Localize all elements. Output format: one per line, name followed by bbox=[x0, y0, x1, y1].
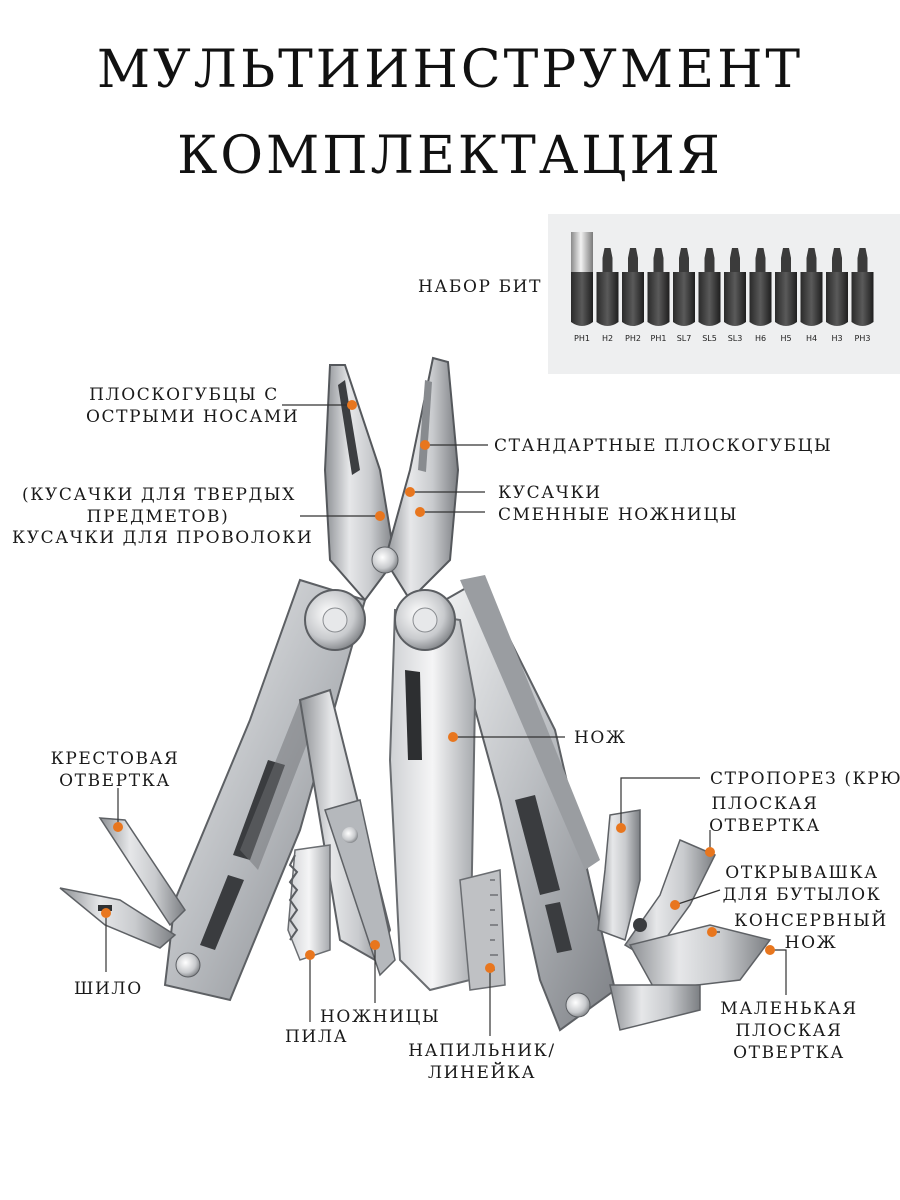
bit-label: SL5 bbox=[702, 334, 717, 343]
page-title-line1: МУЛЬТИИНСТРУМЕНТ bbox=[96, 40, 804, 100]
bit-h6 bbox=[749, 248, 772, 326]
label-hard-cutters: (КУСАЧКИ ДЛЯ ТВЕРДЫХ ПРЕДМЕТОВ) bbox=[22, 484, 294, 528]
label-hard-cutters-line1: (КУСАЧКИ ДЛЯ ТВЕРДЫХ bbox=[22, 485, 296, 505]
label-phillips: КРЕСТОВАЯ ОТВЕРТКА bbox=[50, 748, 180, 792]
knife-blade bbox=[388, 608, 477, 992]
left-handle bbox=[163, 578, 367, 1002]
label-wire-cutters: КУСАЧКИ ДЛЯ ПРОВОЛОКИ bbox=[12, 528, 314, 548]
bit-label: H6 bbox=[754, 334, 767, 343]
left-small-tools bbox=[59, 817, 186, 949]
label-bottle-line1: ОТКРЫВАШКА bbox=[725, 863, 879, 883]
scissors-tool bbox=[298, 688, 396, 977]
label-can-line2: НОЖ bbox=[784, 933, 838, 953]
label-phillips-line1: КРЕСТОВАЯ bbox=[50, 749, 180, 769]
marker-dots bbox=[101, 400, 775, 973]
label-strap-cutter: СТРОПОРЕЗ (КРЮК) bbox=[710, 769, 900, 789]
bit-label: H2 bbox=[601, 334, 614, 343]
bit-ph3 bbox=[851, 248, 874, 326]
label-saw: ПИЛА bbox=[285, 1027, 349, 1047]
label-awl: ШИЛО bbox=[74, 979, 143, 999]
bit-h4 bbox=[800, 248, 823, 326]
bit-h5 bbox=[775, 248, 797, 326]
label-needle-pliers-line2: ОСТРЫМИ НОСАМИ bbox=[86, 407, 300, 427]
bit-ph1 bbox=[647, 248, 670, 326]
bit-label: PH2 bbox=[625, 334, 641, 343]
label-small-flat-line1: МАЛЕНЬКАЯ bbox=[720, 999, 858, 1019]
bit-h3 bbox=[826, 248, 848, 326]
label-standard-pliers: СТАНДАРТНЫЕ ПЛОСКОГУБЦЫ bbox=[494, 436, 833, 456]
leader-lines bbox=[105, 404, 787, 1036]
label-replaceable-scissors: СМЕННЫЕ НОЖНИЦЫ bbox=[498, 505, 739, 525]
label-knife: НОЖ bbox=[574, 728, 627, 748]
label-can-line1: КОНСЕРВНЫЙ bbox=[734, 911, 888, 931]
label-bottle-line2: ДЛЯ БУТЫЛОК bbox=[722, 885, 882, 905]
label-phillips-line2: ОТВЕРТКА bbox=[59, 771, 171, 791]
label-needle-pliers: ПЛОСКОГУБЦЫ С ОСТРЫМИ НОСАМИ bbox=[86, 384, 300, 428]
bit-set-label: НАБОР БИТ bbox=[418, 277, 543, 297]
bit-ph1 bbox=[571, 232, 593, 326]
bit-label: PH3 bbox=[854, 334, 871, 343]
label-small-flat-line2: ПЛОСКАЯ bbox=[735, 1021, 843, 1041]
bit-sl7 bbox=[673, 248, 695, 326]
label-hard-cutters-line2: ПРЕДМЕТОВ) bbox=[86, 507, 230, 527]
bit-sl5 bbox=[698, 248, 721, 326]
file-ruler-tool bbox=[459, 869, 506, 991]
bit-sl3 bbox=[724, 248, 746, 326]
label-file-line1: НАПИЛЬНИК/ bbox=[408, 1041, 556, 1061]
label-bottle-opener: ОТКРЫВАШКА ДЛЯ БУТЫЛОК bbox=[718, 862, 886, 906]
bit-label: PH1 bbox=[574, 334, 590, 343]
label-flat-line2: ОТВЕРТКА bbox=[709, 816, 821, 836]
pliers-jaws bbox=[323, 356, 460, 602]
bit-label: PH1 bbox=[650, 334, 667, 343]
bit-label: H5 bbox=[780, 334, 792, 343]
label-file-ruler: НАПИЛЬНИК/ ЛИНЕЙКА bbox=[404, 1040, 560, 1084]
bit-label: H3 bbox=[831, 334, 843, 343]
page-title-line2: КОМПЛЕКТАЦИЯ bbox=[177, 126, 723, 186]
label-scissors: НОЖНИЦЫ bbox=[320, 1007, 441, 1027]
label-can-opener: КОНСЕРВНЫЙ НОЖ bbox=[728, 910, 894, 954]
bit-label: H4 bbox=[805, 334, 818, 343]
bit-ph2 bbox=[622, 248, 644, 326]
bit-label: SL3 bbox=[727, 334, 743, 343]
label-cutters: КУСАЧКИ bbox=[498, 483, 602, 503]
label-flat-screwdriver: ПЛОСКАЯ ОТВЕРТКА bbox=[700, 793, 830, 837]
saw-tool bbox=[287, 844, 331, 961]
label-flat-line1: ПЛОСКАЯ bbox=[711, 794, 819, 814]
label-small-flat-line3: ОТВЕРТКА bbox=[733, 1043, 845, 1063]
label-small-flat: МАЛЕНЬКАЯ ПЛОСКАЯ ОТВЕРТКА bbox=[714, 998, 864, 1064]
right-small-tools bbox=[597, 809, 772, 1031]
bit-label: SL7 bbox=[676, 334, 692, 343]
bit-h2 bbox=[596, 248, 619, 326]
label-needle-pliers-line1: ПЛОСКОГУБЦЫ С bbox=[89, 385, 279, 405]
label-file-line2: ЛИНЕЙКА bbox=[427, 1063, 537, 1083]
